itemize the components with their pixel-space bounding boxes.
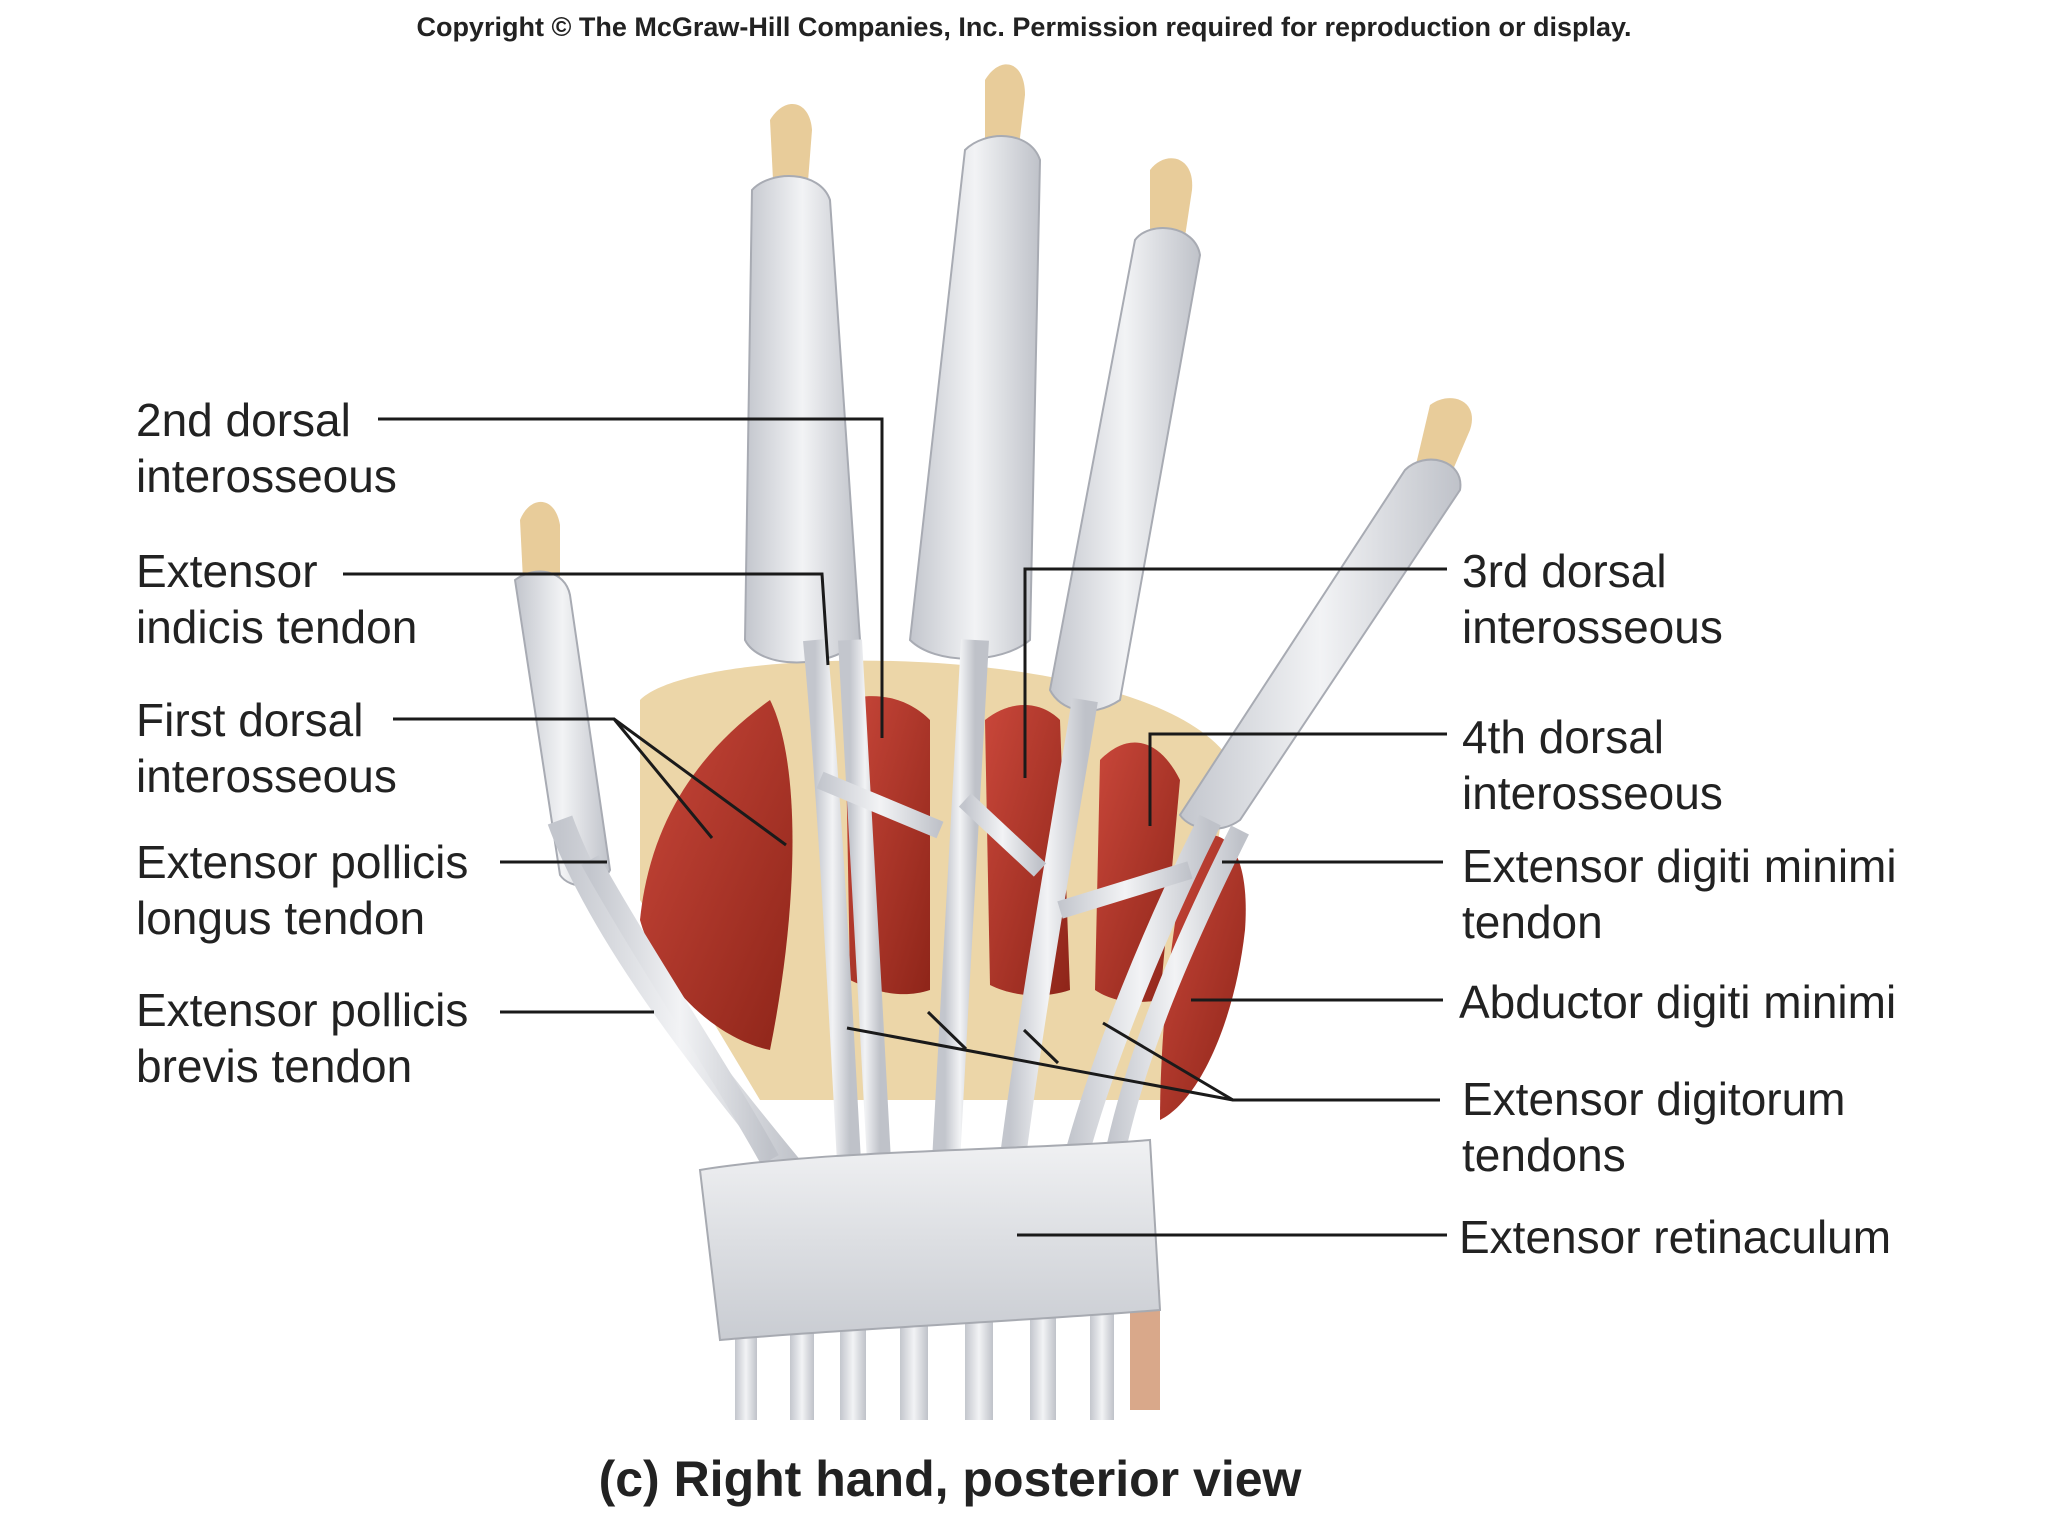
- label-line: interosseous: [1462, 767, 1723, 819]
- figure-caption: (c) Right hand, posterior view: [598, 1451, 1302, 1507]
- leader-ed-4: [1022, 1028, 1060, 1065]
- extensor-digitorum-tendon-little: [1058, 814, 1221, 1183]
- extensor-digitorum-tendon-middle: [931, 639, 989, 1181]
- little-finger-hood: [1178, 458, 1462, 831]
- label-line: Extensor pollicis: [136, 836, 469, 888]
- label-abductor-digiti-minimi: Abductor digiti minimi: [1459, 974, 1896, 1030]
- label-line: interosseous: [1462, 601, 1723, 653]
- label-line: indicis tendon: [136, 601, 418, 653]
- extensor-retinaculum-band: [698, 1138, 1162, 1342]
- label-line: interosseous: [136, 750, 397, 802]
- label-line: Extensor retinaculum: [1459, 1211, 1892, 1263]
- label-line: 2nd dorsal: [136, 394, 351, 446]
- label-extensor-digitorum-tendons: Extensor digitorum tendons: [1462, 1071, 1846, 1183]
- label-second-dorsal-interosseous: 2nd dorsal interosseous: [136, 392, 397, 504]
- label-line: Extensor digitorum: [1462, 1073, 1846, 1125]
- junctura-tendinum-3: [1057, 861, 1193, 919]
- label-first-dorsal-interosseous: First dorsal interosseous: [136, 692, 397, 804]
- label-extensor-pollicis-longus-tendon: Extensor pollicis longus tendon: [136, 834, 468, 946]
- thumb-hood: [513, 570, 612, 887]
- leader-ed-3: [926, 1010, 968, 1051]
- label-extensor-pollicis-brevis-tendon: Extensor pollicis brevis tendon: [136, 982, 468, 1094]
- label-line: 3rd dorsal: [1462, 545, 1667, 597]
- leader-first-dorsal-b: [613, 717, 787, 847]
- label-line: interosseous: [136, 450, 397, 502]
- label-line: First dorsal: [136, 694, 364, 746]
- label-fourth-dorsal-interosseous: 4th dorsal interosseous: [1462, 709, 1723, 821]
- extensor-digitorum-tendon-index: [838, 639, 892, 1181]
- copyright-notice: Copyright © The McGraw-Hill Companies, I…: [416, 12, 1632, 42]
- ring-finger-hood: [1048, 227, 1202, 712]
- middle-finger-hood: [908, 135, 1042, 660]
- label-line: tendon: [1462, 896, 1603, 948]
- extensor-digiti-minimi-tendon: [1100, 825, 1249, 1182]
- junctura-tendinum-1: [816, 771, 944, 839]
- label-third-dorsal-interosseous: 3rd dorsal interosseous: [1462, 543, 1723, 655]
- label-line: Extensor digiti minimi: [1462, 840, 1897, 892]
- label-extensor-indicis-tendon: Extensor indicis tendon: [136, 543, 417, 655]
- extensor-digitorum-tendon-ring: [997, 697, 1098, 1182]
- leader-lines: [343, 417, 1447, 1237]
- extensor-indicis-tendon: [803, 638, 862, 1181]
- label-line: longus tendon: [136, 892, 426, 944]
- first-dorsal-interosseous-muscle: [640, 700, 793, 1050]
- label-extensor-digiti-minimi-tendon: Extensor digiti minimi tendon: [1462, 838, 1897, 950]
- label-line: Abductor digiti minimi: [1459, 976, 1897, 1028]
- label-line: tendons: [1462, 1129, 1626, 1181]
- leader-extensor-indicis: [343, 572, 830, 666]
- leader-ed-2: [846, 1026, 1234, 1102]
- label-line: Extensor: [136, 545, 318, 597]
- leader-fourth-dorsal: [1148, 732, 1447, 826]
- label-line: Extensor pollicis: [136, 984, 469, 1036]
- label-extensor-retinaculum: Extensor retinaculum: [1459, 1209, 1891, 1265]
- label-line: 4th dorsal: [1462, 711, 1665, 763]
- extensor-pollicis-brevis-tendon: [581, 855, 779, 1165]
- junctura-tendinum-2: [958, 793, 1047, 877]
- leader-second-dorsal: [378, 417, 884, 738]
- label-line: brevis tendon: [136, 1040, 413, 1092]
- leader-third-dorsal: [1023, 567, 1447, 778]
